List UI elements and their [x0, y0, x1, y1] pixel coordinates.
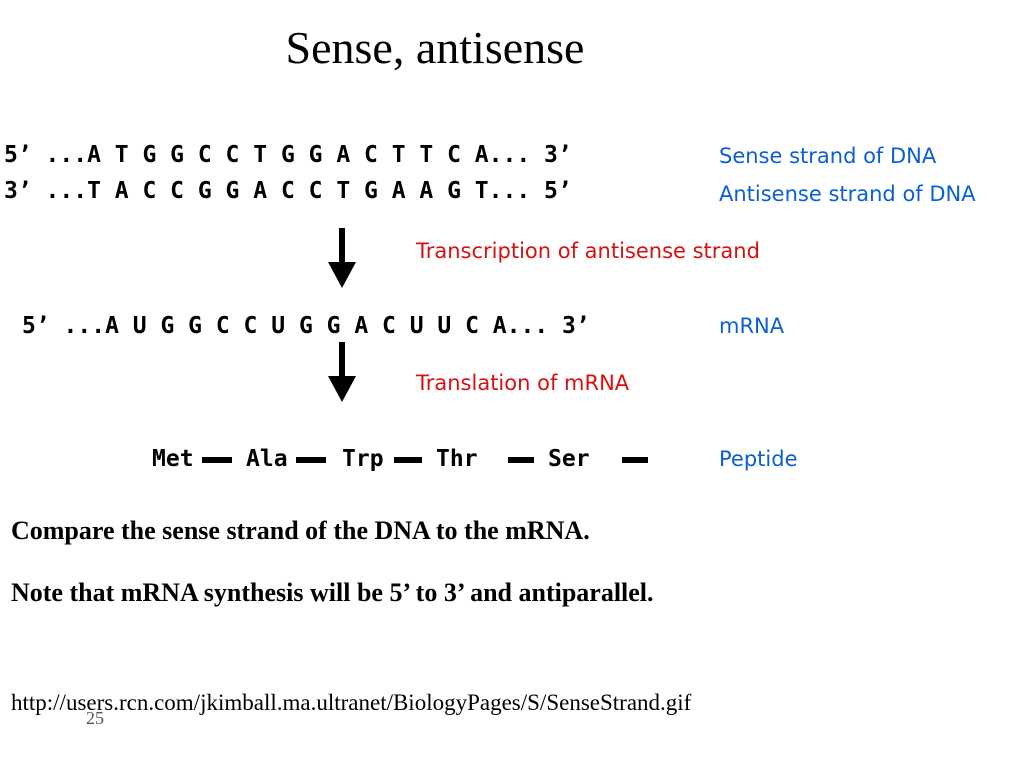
transcription-label: Transcription of antisense strand [416, 239, 760, 263]
mrna-sequence: 5’ ...A U G G C C U G G A C U U C A... 3… [22, 313, 590, 339]
slide-number: 25 [86, 708, 104, 728]
compare-statement: Compare the sense strand of the DNA to t… [11, 516, 590, 545]
mrna-label: mRNA [719, 314, 785, 338]
peptide-bond [622, 457, 648, 463]
amino-acid-ala: Ala [246, 446, 288, 472]
transcription-arrow-icon [328, 228, 356, 288]
slide-title: Sense, antisense [285, 22, 585, 73]
peptide-bond [394, 457, 422, 463]
peptide-bond [296, 457, 326, 463]
amino-acid-met: Met [152, 446, 194, 472]
translation-arrow-icon [328, 342, 356, 402]
source-url-link[interactable]: http://users.rcn.com/jkimball.ma.ultrane… [11, 690, 692, 715]
translation-label: Translation of mRNA [416, 371, 630, 395]
peptide-bond [202, 457, 232, 463]
peptide-bond [508, 457, 534, 463]
peptide-label: Peptide [719, 447, 798, 471]
synthesis-note: Note that mRNA synthesis will be 5’ to 3… [11, 578, 654, 607]
sense-strand-sequence: 5’ ...A T G G C C T G G A C T T C A... 3… [4, 142, 572, 168]
amino-acid-trp: Trp [342, 446, 384, 472]
amino-acid-thr: Thr [436, 446, 478, 472]
sense-strand-label: Sense strand of DNA [719, 144, 937, 168]
amino-acid-ser: Ser [548, 446, 590, 472]
antisense-strand-sequence: 3’ ...T A C C G G A C C T G A A G T... 5… [4, 178, 572, 204]
antisense-strand-label: Antisense strand of DNA [719, 182, 976, 206]
